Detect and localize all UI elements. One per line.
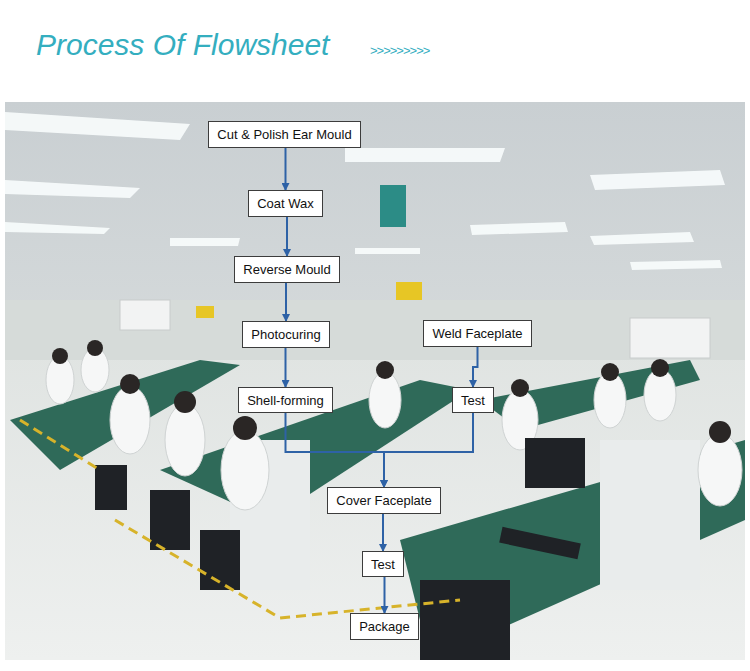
step-label: Coat Wax [257, 196, 314, 211]
step-label: Package [359, 619, 410, 634]
step-label: Cut & Polish Ear Mould [217, 127, 351, 142]
flow-arrow [382, 514, 384, 551]
process-box: Weld Faceplate [423, 320, 532, 347]
flow-arrow [285, 148, 287, 190]
step-label: Weld Faceplate [432, 326, 522, 341]
flow-arrow [285, 348, 287, 387]
process-box: Package [350, 613, 419, 640]
flow-arrow [384, 577, 386, 613]
process-box: Shell-forming [238, 387, 333, 413]
process-box: Cover Faceplate [327, 487, 441, 514]
flow-arrow [473, 347, 478, 387]
step-label: Cover Faceplate [336, 493, 431, 508]
step-label: Reverse Mould [243, 262, 330, 277]
flow-arrow [286, 217, 288, 256]
step-label: Shell-forming [247, 393, 324, 408]
title-chevrons: >>>>>>>>> [370, 43, 429, 58]
process-box: Test [362, 551, 404, 577]
flow-arrow [285, 283, 287, 321]
process-box: Test [452, 387, 494, 413]
step-label: Photocuring [251, 327, 320, 342]
process-box: Photocuring [242, 321, 330, 348]
page-title: Process Of Flowsheet [36, 28, 329, 62]
flow-arrow [286, 413, 385, 487]
step-label: Test [461, 393, 485, 408]
process-box: Coat Wax [248, 190, 323, 217]
process-box: Cut & Polish Ear Mould [208, 121, 361, 148]
flow-arrow [384, 413, 473, 487]
step-label: Test [371, 557, 395, 572]
process-box: Reverse Mould [234, 256, 340, 283]
